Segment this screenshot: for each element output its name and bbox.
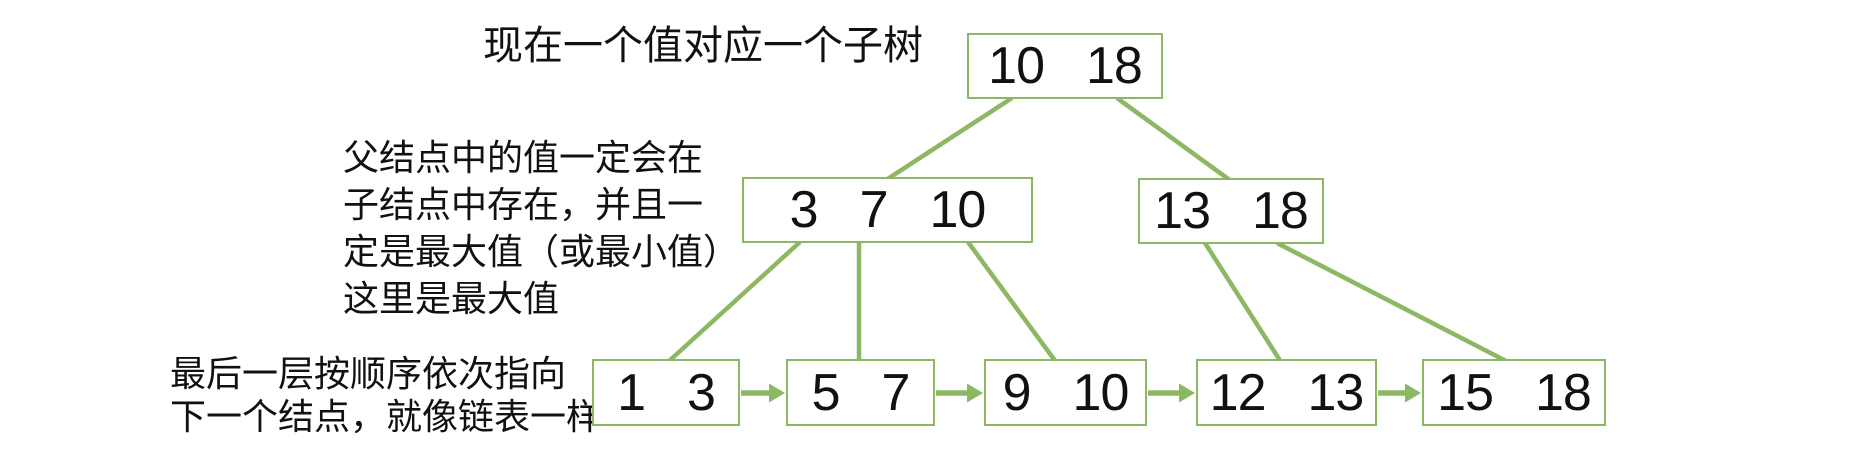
annotation-line: 父结点中的值一定会在 (343, 137, 704, 178)
tree-node-root: 10 18 (967, 33, 1163, 99)
tree-node-leaf-4: 12 13 (1196, 359, 1377, 426)
annotation-line: 这里是最大值 (343, 278, 560, 319)
tree-edge-internal-left:3-leaf-1 (666, 240, 802, 364)
tree-edge-root:18-internal-right (1115, 96, 1233, 183)
annotation-line: 子结点中存在，并且一 (343, 184, 704, 225)
node-value: 9 (1002, 363, 1032, 422)
leaf-link-arrow-icon (741, 383, 785, 403)
node-value: 7 (859, 181, 889, 239)
tree-edge-internal-right:18-leaf-5 (1275, 240, 1510, 365)
node-value: 10 (988, 37, 1045, 95)
tree-node-leaf-3: 9 10 (984, 359, 1147, 426)
node-value: 3 (789, 181, 819, 239)
annotation-line: 定是最大值（或最小值） (343, 231, 740, 272)
node-value: 18 (1086, 37, 1143, 95)
annotation-parent-value-note: 父结点中的值一定会在子结点中存在，并且一定是最大值（或最小值） 这里是最大值 (343, 134, 739, 322)
annotation-root-note: 现在一个值对应一个子树 (483, 22, 923, 70)
node-value: 12 (1209, 363, 1267, 422)
leaf-link-arrow-icon (1378, 383, 1421, 403)
node-value: 1 (617, 363, 646, 422)
leaf-link-arrow-icon (1148, 383, 1195, 403)
node-value: 15 (1437, 363, 1494, 422)
tree-edge-internal-right:13-leaf-4 (1203, 241, 1283, 364)
node-value: 7 (881, 363, 911, 422)
node-value: 13 (1307, 363, 1365, 422)
annotation-line: 现在一个值对应一个子树 (483, 24, 923, 68)
node-value: 10 (1072, 363, 1130, 422)
node-value: 3 (687, 363, 716, 422)
node-value: 5 (811, 363, 841, 422)
node-value: 18 (1535, 363, 1592, 422)
tree-edge-root:10-internal-left (884, 96, 1014, 182)
node-value: 18 (1252, 182, 1309, 240)
leaf-link-arrow-icon (936, 383, 983, 403)
annotation-line: 下一个结点，就像链表一样 (170, 396, 603, 437)
node-value: 10 (929, 181, 987, 239)
tree-node-internal-right: 13 18 (1138, 178, 1324, 244)
annotation-line: 最后一层按顺序依次指向 (170, 353, 567, 394)
node-value: 13 (1154, 182, 1211, 240)
annotation-leaf-linked-list-note: 最后一层按顺序依次指向下一个结点，就像链表一样 (170, 352, 602, 438)
tree-edge-internal-left:10-leaf-3 (966, 240, 1058, 364)
